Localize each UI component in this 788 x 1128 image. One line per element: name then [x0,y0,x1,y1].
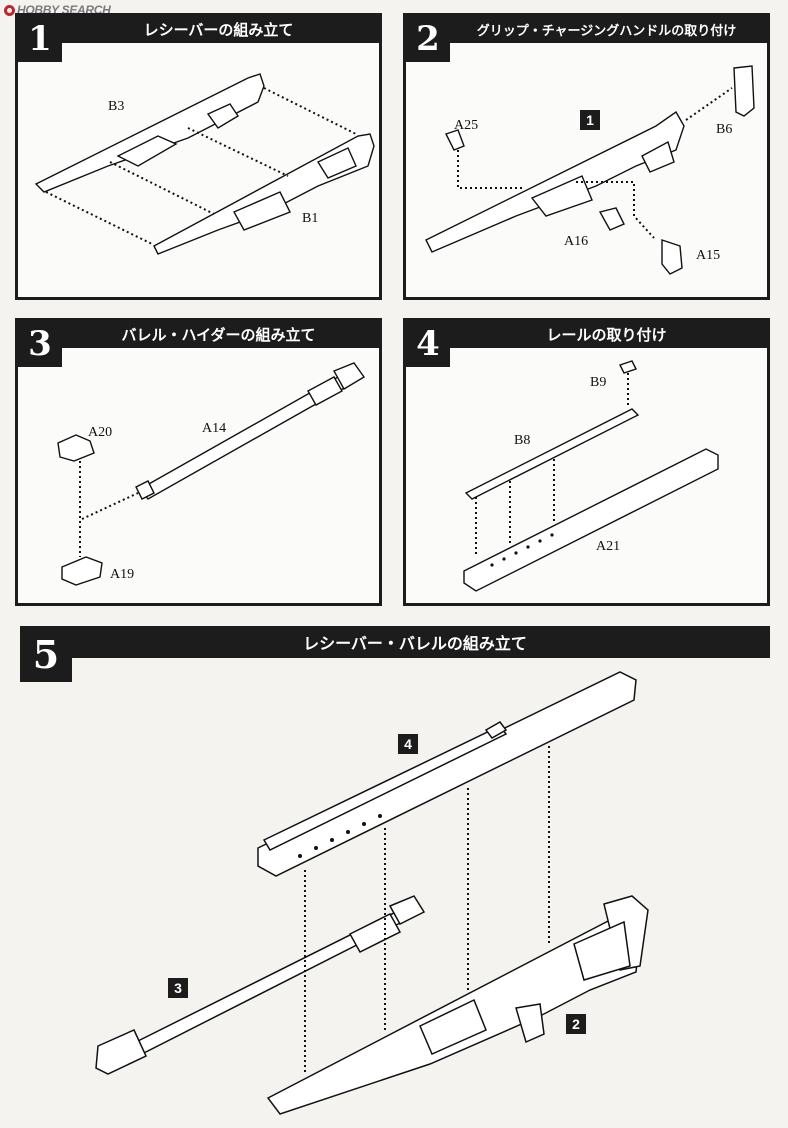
step-2-number: 2 [406,16,450,62]
label-a25: A25 [454,118,479,133]
step-3-diagram [57,362,366,586]
step-3-number: 3 [18,321,62,367]
label-b6: B6 [716,122,733,137]
step-3-panel: 3 バレル・ハイダーの組み立て A20 A14 A19 [15,318,382,606]
label-b1: B1 [302,211,319,226]
step-1-title: レシーバーの組み立て [18,16,379,43]
step-3-title: バレル・ハイダーの組み立て [18,321,379,348]
step-5-number: 5 [20,626,72,682]
logo-icon [4,4,15,16]
label-a15: A15 [696,248,721,263]
label-a19: A19 [110,567,135,582]
step-1-number: 1 [18,16,62,62]
step-2-title: グリップ・チャージングハンドルの取り付け [406,16,767,43]
label-b8: B8 [514,433,531,448]
step-1-panel: 1 レシーバーの組み立て B3 B1 [15,13,382,300]
step-1-diagram [34,73,375,255]
step-5-ref-step-4: 4 [398,734,418,754]
label-a21: A21 [596,539,621,554]
step-5-title: レシーバー・バレルの組み立て [20,626,770,658]
label-a16: A16 [564,234,589,249]
label-b3: B3 [108,99,125,114]
step-4-number: 4 [406,321,450,367]
step-2-panel: 2 グリップ・チャージングハンドルの取り付け 1 A25 B6 A16 A15 [403,13,770,300]
label-a20: A20 [88,425,113,440]
step-5-ref-step-3: 3 [168,978,188,998]
step-5-ref-step-2: 2 [566,1014,586,1034]
step-2-diagram [425,65,755,275]
step-4-panel: 4 レールの取り付け B9 B8 A21 [403,318,770,606]
label-a14: A14 [202,421,227,436]
step-2-ref-step-1: 1 [580,110,600,130]
step-4-diagram [463,360,719,592]
step-4-title: レールの取り付け [406,321,767,348]
label-b9: B9 [590,375,607,390]
